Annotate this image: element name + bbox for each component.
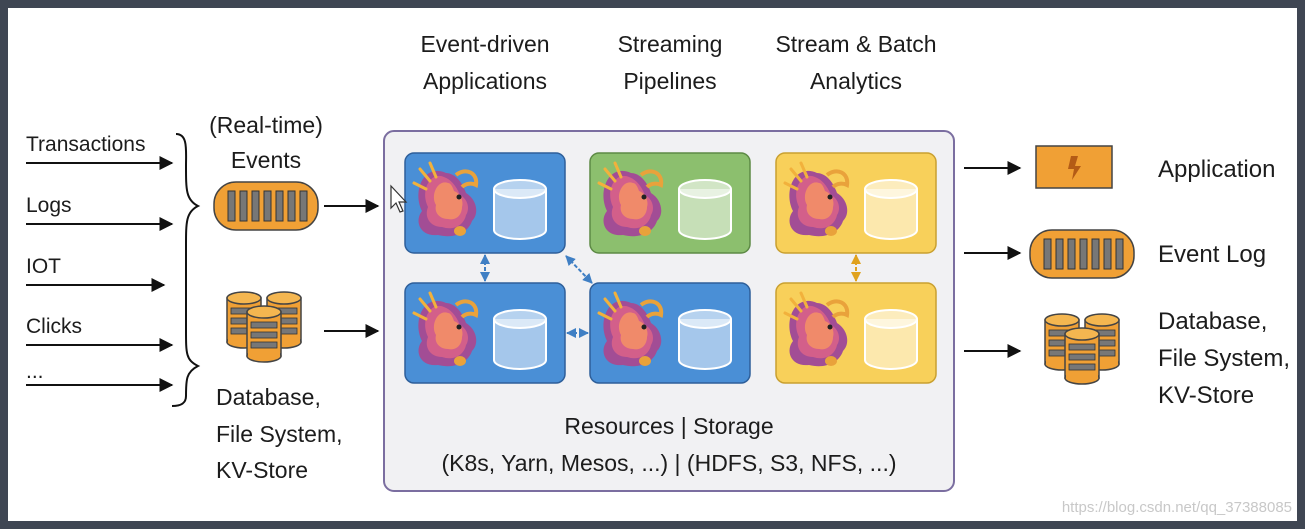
source-iot: IOT <box>26 255 61 278</box>
source-list: Transactions Logs IOT Clicks ... <box>26 133 174 392</box>
app-box-yellow-2 <box>775 282 937 384</box>
source-logs: Logs <box>26 194 72 217</box>
app-box-green <box>589 152 751 254</box>
app-box-blue-1 <box>404 152 566 254</box>
resources-line1: Resources | Storage <box>564 413 773 439</box>
output-db-line1: Database, <box>1158 308 1267 335</box>
cylinder-icon <box>493 309 547 370</box>
header-streaming-line2: Pipelines <box>623 68 716 94</box>
output-db-line3: KV-Store <box>1158 382 1254 409</box>
header-event-driven-line1: Event-driven <box>420 31 549 57</box>
header-streaming-line1: Streaming <box>618 31 723 57</box>
bolt-icon <box>1035 145 1113 189</box>
header-analytics-line1: Stream & Batch <box>775 31 936 57</box>
event-log-icon <box>213 181 319 231</box>
output-db-line2: File System, <box>1158 345 1290 372</box>
watermark: https://blog.csdn.net/qq_37388085 <box>1062 499 1292 516</box>
events-label-line2: Events <box>231 147 301 173</box>
log-icon <box>1029 229 1135 279</box>
input-db-line2: File System, <box>216 421 343 447</box>
input-db-line1: Database, <box>216 384 321 410</box>
output-application-label: Application <box>1158 156 1275 183</box>
header-event-driven-line2: Applications <box>423 68 547 94</box>
link-diagonal-blue <box>565 255 593 284</box>
header-analytics-line2: Analytics <box>810 68 902 94</box>
events-label-line1: (Real-time) <box>209 112 323 138</box>
output-event-log-label: Event Log <box>1158 241 1266 268</box>
cursor-icon <box>390 184 408 213</box>
resources-line2: (K8s, Yarn, Mesos, ...) | (HDFS, S3, NFS… <box>442 450 897 476</box>
cylinder-icon <box>864 179 918 240</box>
source-more: ... <box>26 360 44 383</box>
cylinder-icon <box>678 179 732 240</box>
app-box-blue-3 <box>589 282 751 384</box>
input-db-line3: KV-Store <box>216 457 308 483</box>
cylinder-icon <box>678 309 732 370</box>
cylinder-icon <box>864 309 918 370</box>
source-transactions: Transactions <box>26 133 145 156</box>
app-box-blue-2 <box>404 282 566 384</box>
brace <box>171 133 201 407</box>
source-clicks: Clicks <box>26 315 82 338</box>
app-box-yellow-1 <box>775 152 937 254</box>
cylinder-icon <box>493 179 547 240</box>
